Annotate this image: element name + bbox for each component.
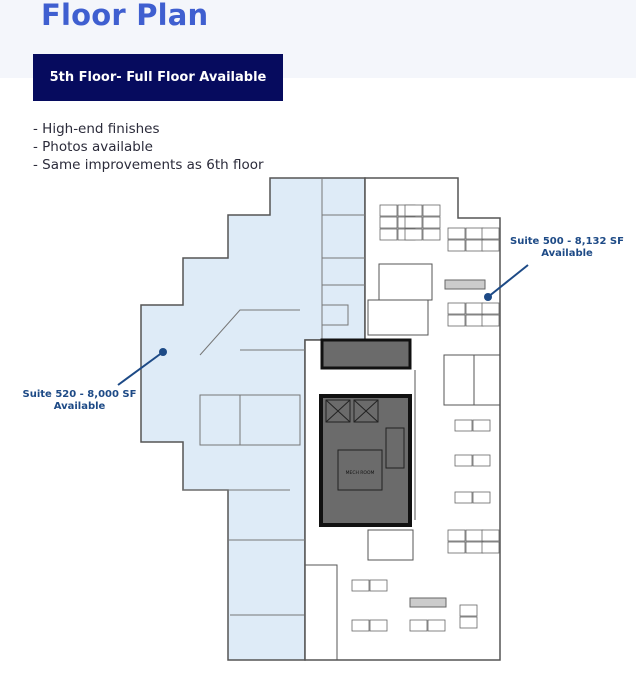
counter: [409, 597, 447, 608]
desk: [481, 239, 500, 252]
desk: [465, 302, 484, 315]
desk: [454, 491, 473, 504]
feature-item: - Photos available: [33, 139, 153, 155]
desk: [379, 204, 398, 217]
desk: [379, 228, 398, 241]
suite-500-status: Available: [541, 248, 593, 259]
desk: [472, 454, 491, 467]
desk: [422, 204, 441, 217]
desk: [447, 302, 466, 315]
desk: [465, 239, 484, 252]
desk: [459, 604, 478, 617]
desk: [472, 491, 491, 504]
desk: [427, 619, 446, 632]
elevator-block: [320, 338, 412, 370]
desk: [454, 419, 473, 432]
desk: [447, 227, 466, 240]
suite-500-name: Suite 500 - 8,132 SF: [510, 236, 624, 247]
desk: [481, 529, 500, 542]
desk: [465, 227, 484, 240]
desk: [447, 239, 466, 252]
workstations: [351, 204, 500, 632]
counter: [444, 279, 486, 290]
floor-availability-badge: 5th Floor- Full Floor Available: [33, 54, 283, 101]
desk: [379, 216, 398, 229]
feature-list: - High-end finishes - Photos available -…: [33, 120, 264, 174]
suite-500-walls: [304, 263, 501, 661]
mech-room-label: MECH ROOM: [346, 470, 375, 476]
suite-520-callout: Suite 520 - 8,000 SF Available: [22, 389, 137, 413]
desk: [404, 228, 423, 241]
desk: [422, 228, 441, 241]
desk: [404, 204, 423, 217]
building-core: [319, 394, 412, 527]
desk: [454, 454, 473, 467]
desk: [447, 314, 466, 327]
desk: [369, 579, 388, 592]
suite-520-status: Available: [53, 401, 106, 412]
desk: [465, 541, 484, 554]
suite-520-walls: [183, 178, 365, 616]
desk: [351, 579, 370, 592]
desk: [481, 314, 500, 327]
desk: [459, 616, 478, 629]
desk: [481, 541, 500, 554]
desk: [481, 227, 500, 240]
desk: [465, 314, 484, 327]
feature-item: - High-end finishes: [33, 121, 160, 137]
desk: [472, 419, 491, 432]
suite-520-name: Suite 520 - 8,000 SF: [22, 389, 137, 400]
suite-520-marker[interactable]: [159, 348, 167, 356]
suite-500-callout: Suite 500 - 8,132 SF Available: [505, 236, 629, 260]
desk: [369, 619, 388, 632]
desk: [404, 216, 423, 229]
page-title: Floor Plan: [41, 0, 209, 32]
desk: [465, 529, 484, 542]
desk: [447, 541, 466, 554]
suite-500-marker[interactable]: [484, 293, 492, 301]
desk: [481, 302, 500, 315]
desk: [422, 216, 441, 229]
desk: [351, 619, 370, 632]
desk: [447, 529, 466, 542]
feature-item: - Same improvements as 6th floor: [33, 157, 264, 173]
desk: [409, 619, 428, 632]
